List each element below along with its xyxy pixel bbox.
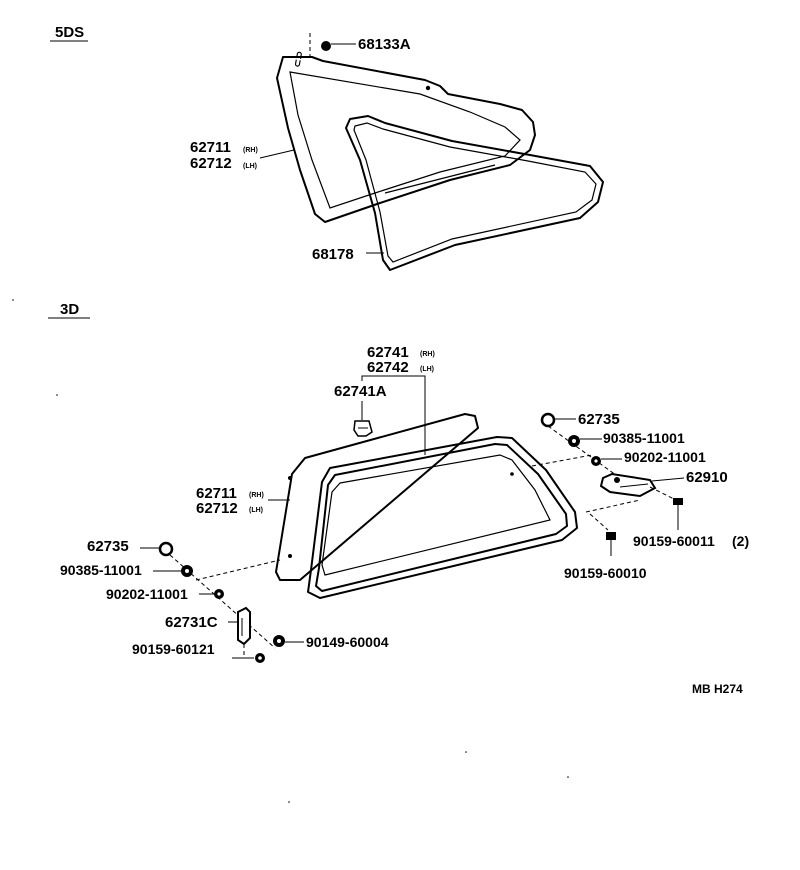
rh-mark-62741: (RH)	[420, 351, 435, 358]
molding-62741-mid	[315, 443, 568, 592]
quarter-glass-5ds	[276, 56, 536, 223]
label-62735-left: 62735	[87, 538, 129, 555]
axis-left-to-glass	[195, 559, 281, 581]
hinge-62910-detail	[619, 483, 649, 488]
molding-62741	[307, 436, 578, 599]
label-90159-60121: 90159-60121	[132, 641, 215, 657]
label-62741a: 62741A	[334, 383, 387, 400]
label-90202-right: 90202-11001	[624, 449, 706, 465]
label-62741: 62741	[367, 344, 409, 361]
mount-hole-3d-3	[510, 472, 514, 476]
rh-mark-3d: (RH)	[249, 492, 264, 499]
scan-dot-2	[56, 394, 58, 396]
label-62711-3d: 62711	[196, 485, 237, 502]
label-62910: 62910	[686, 469, 728, 486]
nut-left-hole	[185, 569, 189, 573]
scan-dot	[12, 299, 14, 301]
label-68133a: 68133A	[358, 36, 411, 53]
section-5ds: 5DS ⊂⊃ 68133A 62711 (RH) 62712 (LH) 6817…	[50, 24, 604, 271]
label-62712-5ds: 62712	[190, 155, 232, 172]
axis-right-to-glass	[531, 454, 593, 467]
cover-left-icon	[158, 541, 174, 557]
washer-right-hole	[594, 459, 598, 463]
axis-screw-60010-b	[589, 513, 609, 531]
axis-screw-60011	[649, 486, 677, 501]
hinge-62910-icon	[599, 472, 657, 498]
label-62742: 62742	[367, 359, 409, 376]
label-62735-right: 62735	[578, 411, 620, 428]
mount-hole-3d-2	[288, 554, 292, 558]
label-62731c: 62731C	[165, 614, 218, 631]
reference-code: MB H274	[692, 682, 743, 696]
section-3d: 3D 62741 (RH) 62742 (LH) 62741A 62711 (R…	[48, 301, 749, 663]
leader-62910	[651, 477, 685, 482]
label-62711-5ds: 62711	[190, 139, 231, 156]
glass-line-5ds	[384, 164, 496, 194]
label-62712-3d: 62712	[196, 500, 238, 517]
scan-dot-3	[465, 751, 467, 753]
label-90159-60011: 90159-60011	[633, 533, 715, 549]
nut-right-hole	[572, 439, 576, 443]
label-90385-left: 90385-11001	[60, 562, 142, 578]
quarter-glass-3d	[275, 413, 479, 581]
scan-dot-4	[567, 776, 569, 778]
lh-mark-3d: (LH)	[249, 507, 263, 514]
clip-68133a-icon	[321, 41, 331, 51]
weatherstrip-68178	[345, 115, 604, 271]
axis-screw-60010-a	[585, 499, 641, 513]
mount-hole-3d-1	[288, 476, 292, 480]
label-90149-60004: 90149-60004	[306, 634, 389, 650]
section-title-5ds: 5DS	[55, 24, 84, 41]
screw-60010-head	[606, 532, 616, 540]
label-90159-60010: 90159-60010	[564, 565, 647, 581]
lh-mark-62742: (LH)	[420, 366, 434, 373]
label-qty-2: (2)	[732, 533, 749, 549]
bracket-62741	[361, 375, 426, 455]
screw-60004-hole	[277, 639, 281, 643]
screw-60011-head	[673, 498, 683, 505]
mount-hole-5ds	[425, 85, 431, 91]
label-68178: 68178	[312, 246, 354, 263]
quarter-glass-5ds-inner	[289, 71, 521, 209]
screw-60121-hole	[258, 656, 262, 660]
scan-dot-5	[288, 801, 290, 803]
section-title-3d: 3D	[60, 301, 79, 318]
lh-mark-5ds: (LH)	[243, 163, 257, 170]
axis-right-hardware	[547, 425, 621, 479]
molding-62741-inner	[321, 454, 551, 576]
rh-mark-5ds: (RH)	[243, 147, 258, 154]
hinge-62910-pin	[614, 477, 620, 483]
cover-right-icon	[540, 412, 556, 428]
label-90385-right: 90385-11001	[603, 430, 685, 446]
clip-mark-5ds: ⊂⊃	[292, 50, 306, 68]
leader-62711-5ds	[259, 149, 295, 159]
washer-left-hole	[217, 592, 221, 596]
label-90202-left: 90202-11001	[106, 586, 188, 602]
latch-62731c-icon	[237, 606, 251, 646]
weatherstrip-68178-inner	[353, 122, 597, 263]
